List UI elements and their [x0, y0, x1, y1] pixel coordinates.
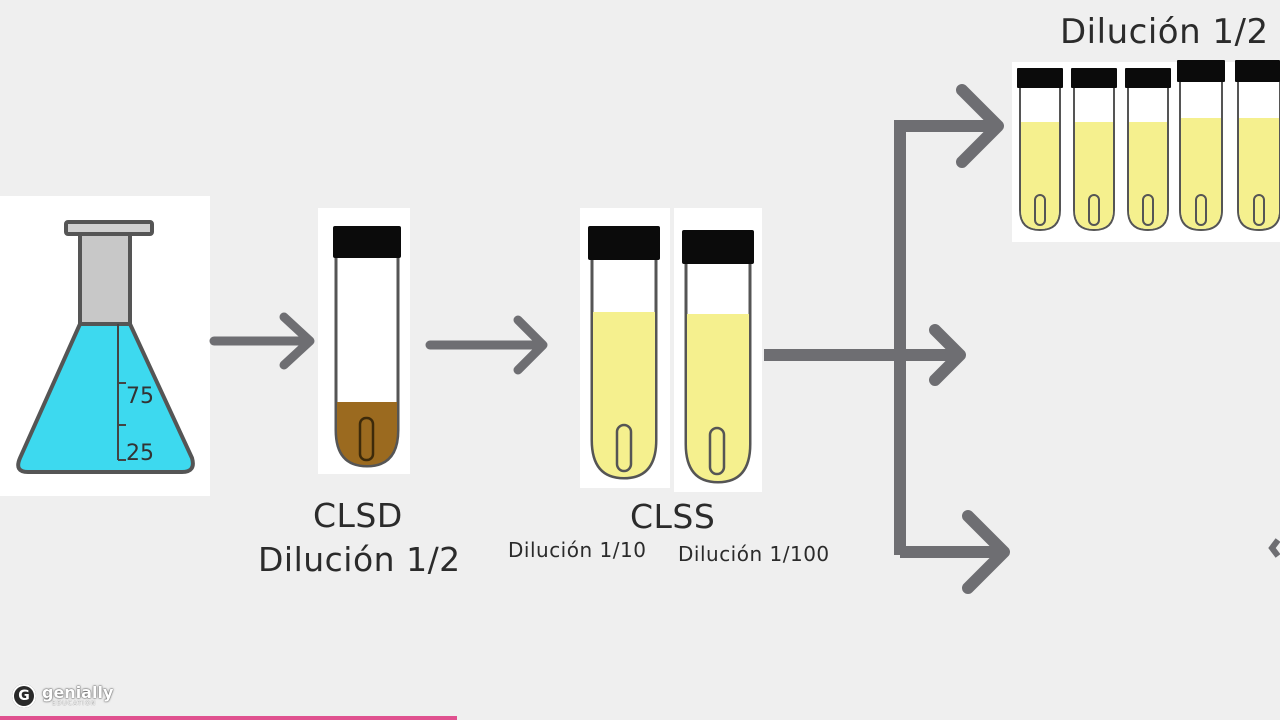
clss-tube-dilution-10: [580, 208, 670, 488]
arrow-flask-to-clsd: [209, 312, 315, 370]
progress-fill: [0, 716, 457, 720]
flask-mark-25: 25: [126, 441, 154, 466]
clsd-tube: [318, 208, 410, 474]
tube-top-4: [1177, 60, 1225, 232]
erlenmeyer-flask: 75 25: [0, 196, 210, 496]
top-dilution-label: Dilución 1/2: [1060, 12, 1269, 52]
clsd-dilution-label: Dilución 1/2: [258, 540, 461, 579]
dilution-100-label: Dilución 1/100: [678, 542, 830, 566]
tube-top-3: [1125, 68, 1171, 232]
dilution-10-label: Dilución 1/10: [508, 538, 647, 562]
brand-name: genially: [42, 683, 114, 702]
genially-brand[interactable]: G genially EDUCATION: [12, 684, 113, 708]
presentation-progress-bar[interactable]: [0, 716, 1280, 720]
arrow-heads: [929, 84, 1010, 594]
tube-row-top-right: [1012, 60, 1280, 242]
tube-top-2: [1071, 68, 1117, 232]
clss-tube-dilution-100: [674, 208, 762, 492]
brand-text: genially EDUCATION: [42, 685, 113, 707]
brand-subtitle: EDUCATION: [52, 700, 97, 707]
arrow-branch-to-plates: [764, 120, 1000, 558]
arrow-clsd-to-clss: [425, 315, 548, 375]
clss-label: CLSS: [630, 497, 716, 536]
tube-top-5: [1235, 60, 1280, 232]
partial-edge-mark: [1268, 538, 1280, 558]
clsd-label: CLSD: [313, 496, 403, 535]
flask-mark-75: 75: [126, 384, 154, 409]
genially-logo-icon: G: [12, 684, 36, 708]
tube-top-1: [1017, 68, 1063, 232]
